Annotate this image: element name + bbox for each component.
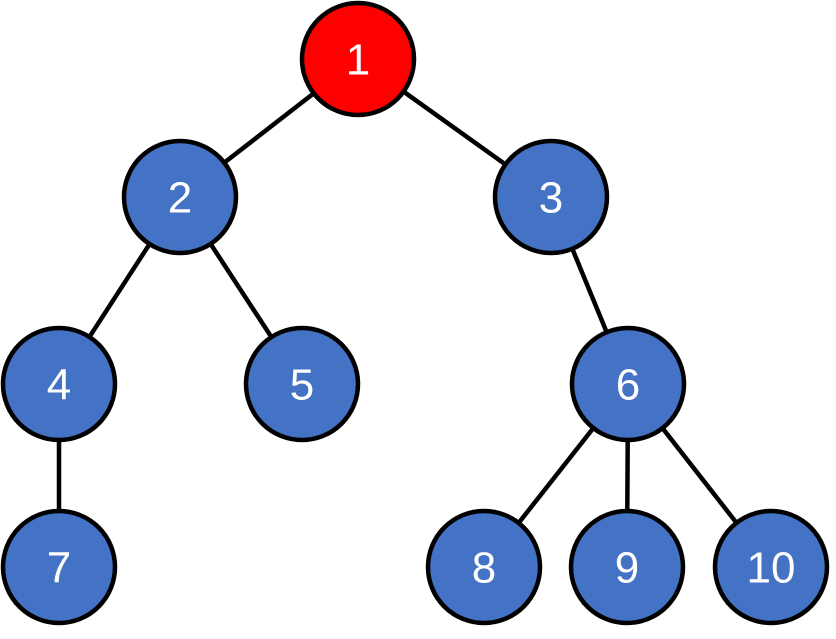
- node-label-6: 6: [616, 361, 640, 410]
- node-circle-4: [0, 325, 118, 443]
- nodes-layer: 1 2 3 4 5 6 7 8 9 10: [0, 0, 830, 626]
- node-6: 6: [569, 325, 687, 443]
- node-circle-9: [568, 508, 686, 626]
- node-label-7: 7: [47, 544, 71, 593]
- node-7: 7: [0, 508, 118, 626]
- node-circle-3: [492, 138, 610, 256]
- node-9: 9: [568, 508, 686, 626]
- node-circle-6: [569, 325, 687, 443]
- node-label-5: 5: [290, 361, 314, 410]
- node-label-8: 8: [472, 544, 496, 593]
- node-label-4: 4: [47, 361, 71, 410]
- node-circle-8: [425, 508, 543, 626]
- node-circle-2: [121, 138, 239, 256]
- node-circle-10: [712, 508, 830, 626]
- node-circle-1: [299, 0, 417, 118]
- node-circle-7: [0, 508, 118, 626]
- node-2: 2: [121, 138, 239, 256]
- node-1: 1: [299, 0, 417, 118]
- node-label-3: 3: [539, 174, 563, 223]
- node-label-2: 2: [168, 174, 192, 223]
- node-10: 10: [712, 508, 830, 626]
- edges-layer: [56, 56, 774, 570]
- node-4: 4: [0, 325, 118, 443]
- node-label-10: 10: [747, 544, 796, 593]
- node-8: 8: [425, 508, 543, 626]
- node-label-1: 1: [346, 36, 370, 85]
- node-5: 5: [243, 325, 361, 443]
- node-circle-5: [243, 325, 361, 443]
- node-label-9: 9: [615, 544, 639, 593]
- node-3: 3: [492, 138, 610, 256]
